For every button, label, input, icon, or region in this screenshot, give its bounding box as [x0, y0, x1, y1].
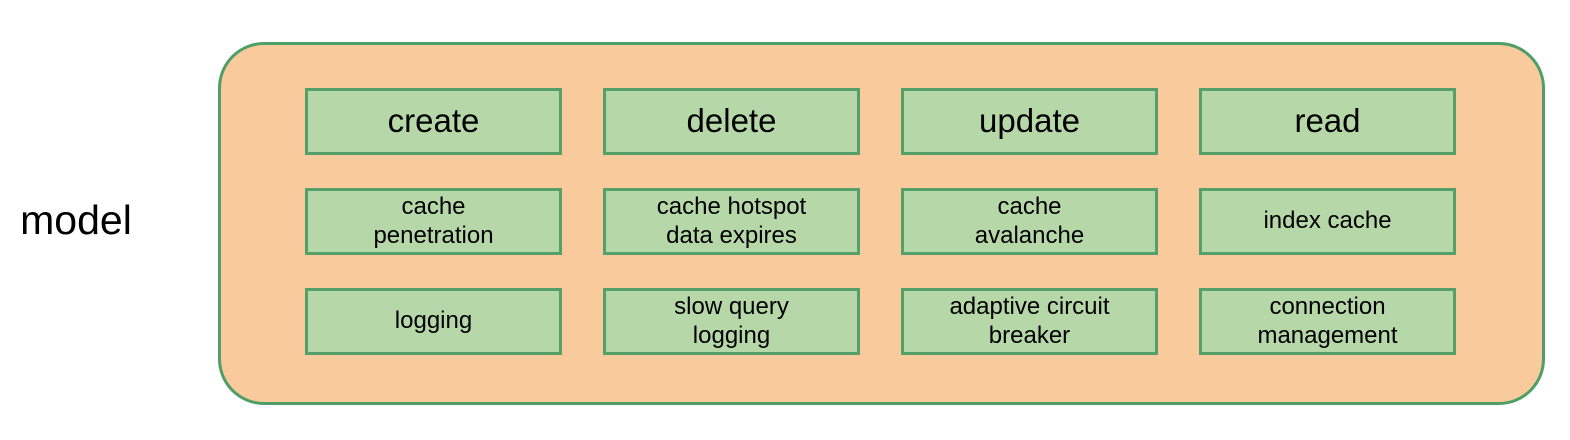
cell-index-cache: index cache — [1199, 188, 1456, 255]
cell-create: create — [305, 88, 562, 155]
cell-logging: logging — [305, 288, 562, 355]
cell-update: update — [901, 88, 1158, 155]
cell-cache-hotspot-data-expires: cache hotspot data expires — [603, 188, 860, 255]
cell-cache-penetration: cache penetration — [305, 188, 562, 255]
model-label: model — [20, 197, 132, 243]
cell-read: read — [1199, 88, 1456, 155]
cell-slow-query-logging: slow query logging — [603, 288, 860, 355]
cell-connection-management: connection management — [1199, 288, 1456, 355]
cell-delete: delete — [603, 88, 860, 155]
cell-adaptive-circuit-breaker: adaptive circuit breaker — [901, 288, 1158, 355]
model-container: create delete update read cache penetrat… — [218, 42, 1545, 405]
cell-cache-avalanche: cache avalanche — [901, 188, 1158, 255]
